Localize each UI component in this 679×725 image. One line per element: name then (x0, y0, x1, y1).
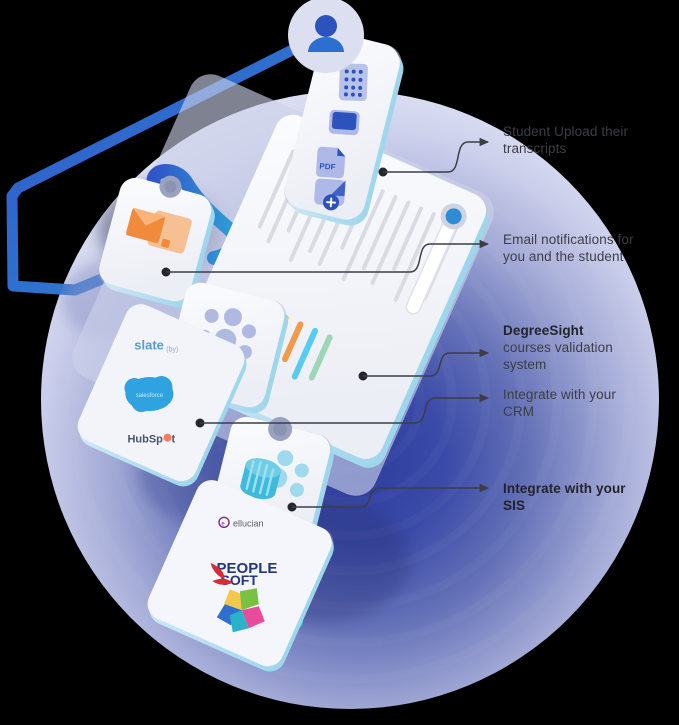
leader-degreesight (358, 348, 490, 381)
document-side-slider[interactable] (399, 199, 471, 318)
degreesight-desc: courses validation system (503, 340, 613, 372)
jenzabar-logo (216, 588, 265, 633)
leader-crm (195, 393, 490, 428)
callout-label-email: Email notifications for you and the stud… (503, 232, 634, 264)
database-users-icon (240, 450, 309, 500)
envelope-icon (125, 207, 192, 254)
pdf-label: PDF (319, 162, 336, 172)
crm-logos-card[interactable]: slate (by) salesforce HubSp t (71, 299, 253, 492)
degreesight-brand: DegreeSight (503, 323, 584, 338)
sis-logos-card[interactable]: e ellucian PEOPLE SOFT (141, 475, 341, 677)
svg-text:HubSp: HubSp (127, 434, 163, 446)
pdf-file-icon: PDF (316, 146, 346, 179)
keypad-icon (338, 63, 368, 102)
svg-text:e: e (221, 521, 225, 527)
callout-label-upload: Student Upload their transcripts (503, 124, 629, 156)
callout-label-sis: Integrate with your SIS (503, 481, 626, 513)
avatar (288, 0, 364, 73)
student-upload-card[interactable]: PDF (279, 29, 408, 230)
svg-text:SOFT: SOFT (221, 572, 259, 588)
svg-text:salesforce: salesforce (136, 393, 164, 399)
svg-text:ellucian: ellucian (233, 518, 264, 528)
svg-text:slate: slate (134, 338, 164, 353)
svg-text:(by): (by) (166, 347, 178, 354)
svg-text:PEOPLE: PEOPLE (217, 560, 278, 577)
leader-upload (378, 137, 490, 177)
ellucian-logo: e ellucian (218, 516, 264, 528)
notification-badge-icon (161, 238, 171, 248)
callout-label-crm: Integrate with your CRM (503, 387, 616, 419)
leader-sis (287, 483, 490, 512)
screen-icon (328, 109, 360, 136)
hubspot-logo: HubSp t (127, 433, 175, 446)
add-file-icon[interactable] (314, 178, 346, 211)
svg-text:t: t (171, 434, 175, 446)
callout-label-degreesight: DegreeSight courses validation system (503, 322, 653, 373)
slate-logo: slate (by) (134, 338, 178, 354)
callout-leader-lines (161, 137, 490, 512)
salesforce-logo: salesforce (124, 376, 174, 413)
leader-email (161, 239, 490, 277)
peoplesoft-logo: PEOPLE SOFT (210, 560, 278, 588)
